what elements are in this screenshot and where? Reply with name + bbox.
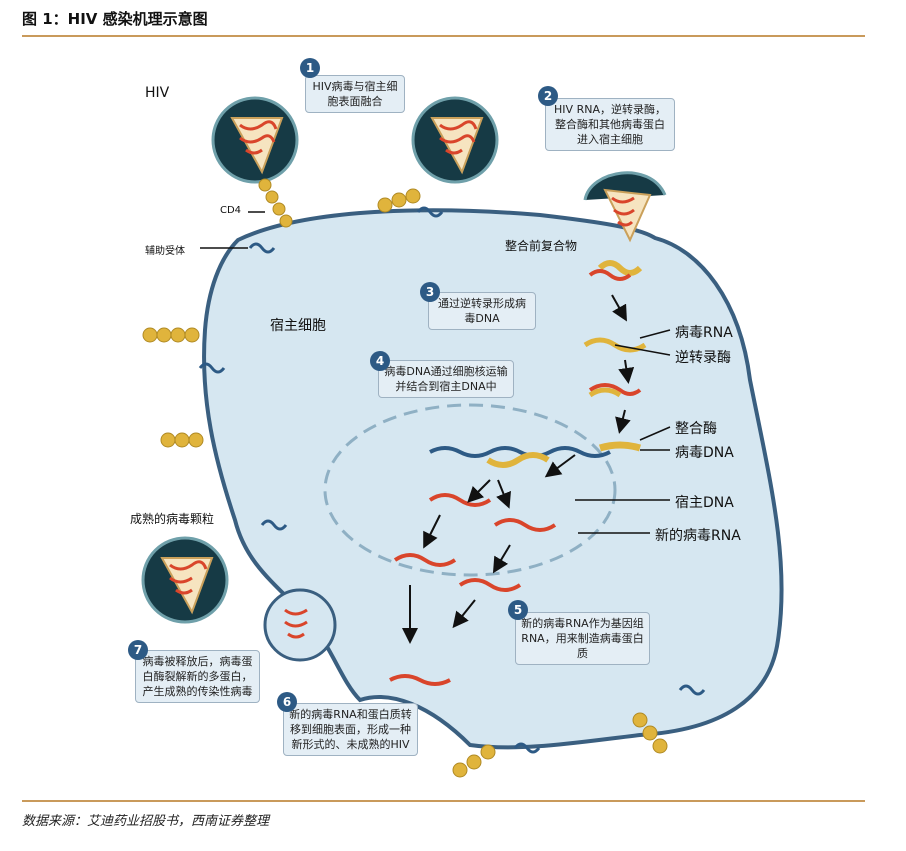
virus-particle-2 bbox=[411, 96, 499, 184]
label-coreceptor: 辅助受体 bbox=[145, 246, 185, 257]
step-2-badge: 2 bbox=[538, 86, 558, 106]
label-reverse-transcriptase: 逆转录酶 bbox=[675, 350, 731, 366]
label-host-dna: 宿主DNA bbox=[675, 495, 734, 511]
virus-particle-1 bbox=[211, 96, 299, 184]
new-rna-strands bbox=[389, 493, 557, 686]
host-cell bbox=[202, 208, 784, 750]
label-new-viral-rna: 新的病毒RNA bbox=[655, 528, 741, 544]
step-1-callout: HIV病毒与宿主细胞表面融合 bbox=[305, 75, 405, 113]
label-host-cell: 宿主细胞 bbox=[270, 318, 326, 334]
label-viral-rna: 病毒RNA bbox=[675, 325, 733, 341]
step-3-callout: 通过逆转录形成病毒DNA bbox=[428, 292, 536, 330]
step-3-badge: 3 bbox=[420, 282, 440, 302]
leader-lines bbox=[200, 211, 671, 534]
label-mature-virion: 成熟的病毒颗粒 bbox=[130, 512, 215, 526]
flow-arrows bbox=[402, 294, 635, 644]
receptor-chain-left-1 bbox=[142, 327, 200, 343]
figure-title: 图 1：HIV 感染机理示意图 bbox=[22, 10, 208, 28]
step-4-badge: 4 bbox=[370, 351, 390, 371]
receptor-chain-virus-2 bbox=[377, 188, 421, 213]
step-5-callout: 新的病毒RNA作为基因组RNA，用来制造病毒蛋白质 bbox=[515, 612, 650, 665]
label-hiv: HIV bbox=[145, 85, 170, 101]
source-note: 数据来源：艾迪药业招股书，西南证券整理 bbox=[22, 814, 270, 829]
step-6-badge: 6 bbox=[277, 692, 297, 712]
virus-mature-particle bbox=[141, 536, 229, 624]
label-cd4: CD4 bbox=[220, 205, 242, 216]
step-5-badge: 5 bbox=[508, 600, 528, 620]
step-6-callout: 新的病毒RNA和蛋白质转移到细胞表面，形成一种新形式的、未成熟的HIV bbox=[283, 703, 418, 756]
step-1-badge: 1 bbox=[300, 58, 320, 78]
step-4-callout: 病毒DNA通过细胞核运输并结合到宿主DNA中 bbox=[378, 360, 514, 398]
top-rule bbox=[22, 35, 865, 37]
receptor-chain-right bbox=[632, 712, 668, 754]
step-2-callout: HIV RNA，逆转录酶，整合酶和其他病毒蛋白进入宿主细胞 bbox=[545, 98, 675, 151]
receptor-chain-left-2 bbox=[160, 432, 204, 448]
label-integrase: 整合酶 bbox=[675, 421, 717, 437]
host-dna-strand bbox=[429, 446, 611, 458]
label-viral-dna: 病毒DNA bbox=[675, 445, 734, 461]
integrated-viral-dna bbox=[486, 452, 550, 468]
receptor-chain-bottom bbox=[452, 744, 496, 778]
bottom-rule bbox=[22, 800, 865, 802]
coreceptor-coils bbox=[198, 206, 706, 754]
step-7-badge: 7 bbox=[128, 640, 148, 660]
step-7-callout: 病毒被释放后，病毒蛋白酶裂解新的多蛋白，产生成熟的传染性病毒 bbox=[135, 650, 260, 703]
virus-fusing-particle bbox=[583, 171, 667, 243]
label-preintegration-complex: 整合前复合物 bbox=[505, 239, 578, 253]
nucleus-outline bbox=[323, 403, 617, 577]
budding-virus bbox=[263, 588, 337, 662]
cd4-receptor bbox=[258, 178, 293, 228]
